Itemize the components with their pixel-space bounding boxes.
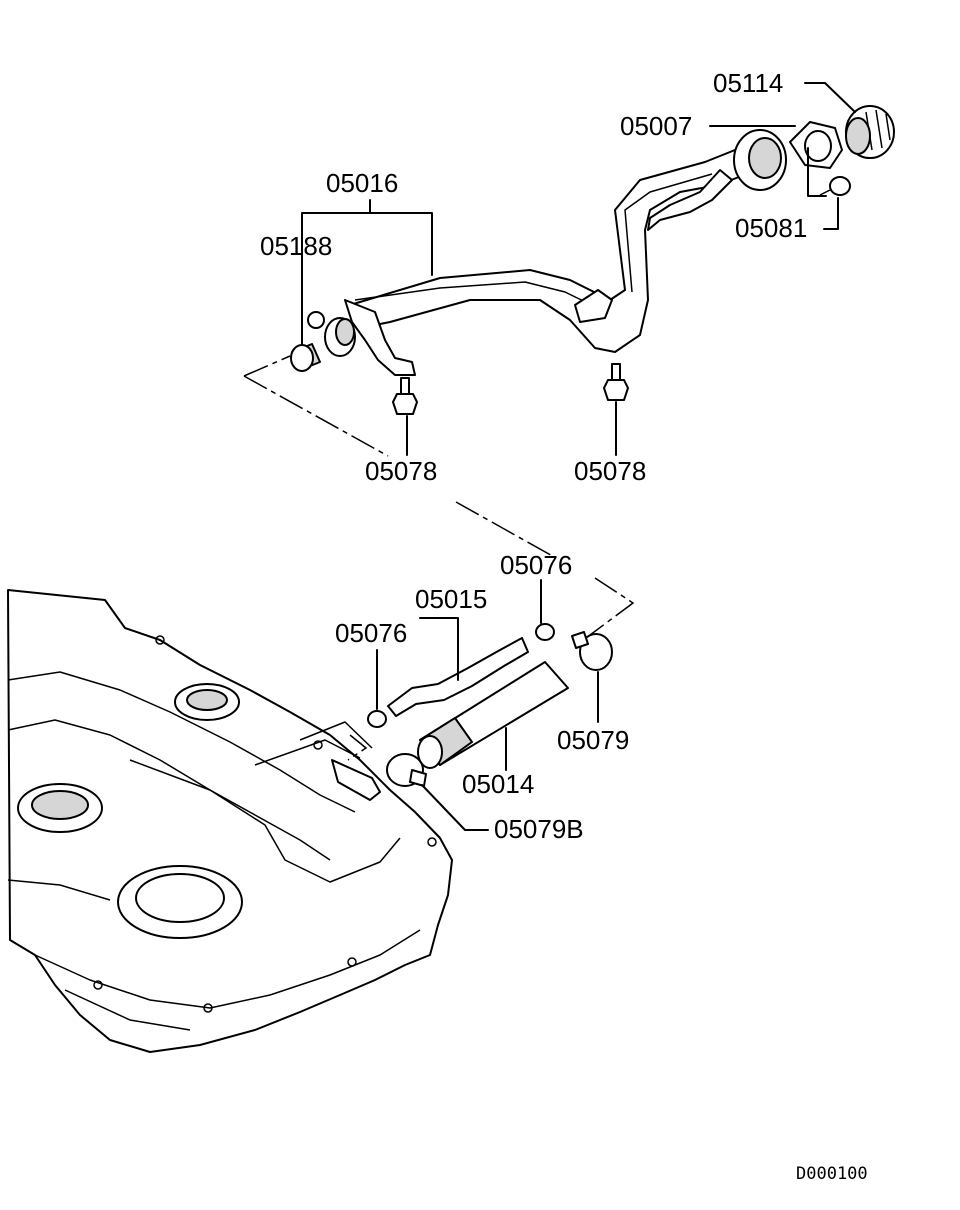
label-clamp: 05079	[557, 725, 629, 755]
label-grommet: 05188	[260, 231, 332, 261]
grommet-part	[290, 343, 321, 372]
label-filler-neck: 05016	[326, 168, 398, 198]
bolt-left-part	[392, 377, 418, 415]
label-clip-upper: 05076	[500, 550, 572, 580]
leader-lines	[301, 82, 856, 831]
label-clamp-b: 05079B	[494, 814, 584, 844]
clip-left-part	[367, 710, 387, 728]
fuel-tank	[7, 589, 453, 1053]
assembly-centerlines	[243, 355, 635, 761]
label-screw: 05081	[735, 213, 807, 243]
label-filler-hose: 05014	[462, 769, 534, 799]
part-labels: 05114 05007 05016 05188 05081 05078 0507…	[260, 68, 868, 1184]
bolt-right-part	[603, 363, 629, 401]
label-cap: 05114	[713, 68, 783, 98]
label-bolt-left: 05078	[365, 456, 437, 486]
filler-neck-assembly	[307, 129, 787, 376]
clamp-b-part	[386, 753, 427, 787]
clip-upper-part	[535, 623, 555, 641]
document-code: D000100	[796, 1164, 868, 1184]
gasket-part	[789, 121, 843, 169]
label-bolt-right: 05078	[574, 456, 646, 486]
label-breather-hose: 05015	[415, 584, 487, 614]
label-gasket: 05007	[620, 111, 692, 141]
label-clip-left: 05076	[335, 618, 407, 648]
fuel-cap-part	[845, 105, 895, 159]
clamp-part	[571, 631, 613, 671]
screw-part	[819, 176, 851, 196]
filler-hose-part	[417, 661, 569, 769]
